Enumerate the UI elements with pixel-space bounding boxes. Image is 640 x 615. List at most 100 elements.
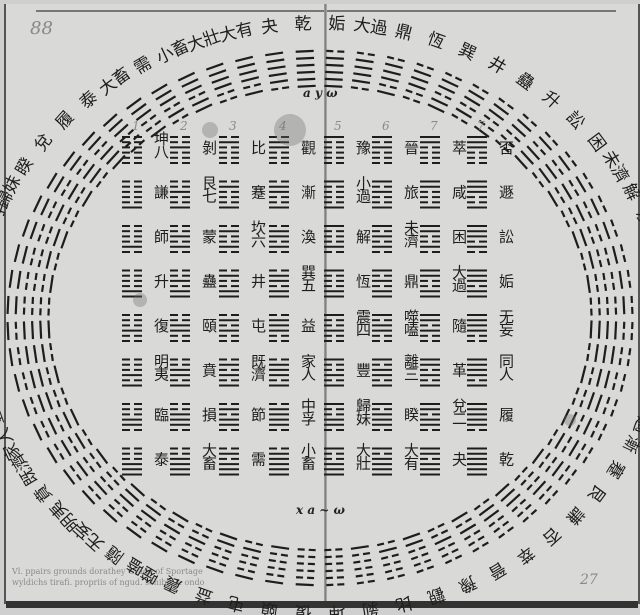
grid-hexagram-label: 豐 — [356, 362, 371, 380]
grid-hexagram-label: 升 — [154, 273, 169, 291]
ring-hexagram: 賁 — [31, 448, 109, 506]
ring-hexagram-label: 漸 — [618, 432, 640, 456]
ring-hexagram: 革 — [8, 342, 54, 367]
grid-hexagram-label: 妄 — [499, 321, 514, 339]
grid-hexagram-label: 大 — [202, 442, 217, 460]
ring-hexagram: 觀 — [402, 532, 447, 607]
grid-hexagram-label: 小 — [356, 175, 371, 193]
grid-hexagram-label: 嗑 — [404, 321, 419, 339]
column-number: 5 — [334, 119, 342, 133]
column-number: 1 — [132, 119, 140, 133]
ring-hexagram: 蒙 — [586, 269, 632, 294]
grid-hexagram-label: 離 — [404, 353, 419, 371]
caption-line: wyldichs tirafi. propriis of ngud. schib… — [12, 578, 205, 587]
grid-hexagram-label: 革 — [452, 362, 467, 380]
grid-hexagram-label: 睽 — [404, 406, 419, 424]
ring-hexagram-label: 泰 — [76, 87, 102, 113]
ink-stain — [564, 414, 576, 426]
ring-hexagram-label: 中孚 — [0, 200, 11, 239]
grid-hexagram-label: 隨 — [452, 317, 467, 335]
ring-hexagram: 艮 — [531, 448, 609, 506]
hexagram-ring: 乾夬大有大壯小畜需大畜泰履兌睽歸妹中孚節損臨同人革離豐家人既濟賁明夷无妄隨噬嗑震… — [0, 14, 640, 615]
ring-hexagram: 剝 — [350, 545, 380, 615]
ring-hexagram: 師 — [589, 295, 634, 316]
grid-hexagram-label: 漸 — [301, 184, 316, 202]
ring-hexagram: 臨 — [6, 295, 51, 316]
ring-hexagram-label: 坤 — [328, 601, 346, 615]
grid-hexagram-label: 濟 — [404, 232, 419, 250]
ring-hexagram: 蹇 — [547, 428, 628, 482]
grid-hexagram-label: 五 — [301, 277, 316, 295]
grid-hexagram-label: 濟 — [251, 366, 266, 384]
grid-hexagram-label: 鼎 — [404, 273, 419, 291]
ring-hexagram-label: 升 — [538, 87, 564, 113]
grid-hexagram-label: 家 — [301, 353, 316, 371]
ring-hexagram: 恆 — [402, 29, 447, 104]
ring-hexagram-label: 益 — [193, 583, 216, 608]
ring-hexagram: 旅 — [580, 365, 627, 392]
ring-hexagram-label: 豐 — [0, 406, 8, 429]
grid-hexagram-label: 屯 — [251, 317, 266, 335]
ring-hexagram: 震 — [161, 522, 213, 596]
ring-hexagram-label: 隨 — [102, 541, 128, 567]
column-number: 2 — [179, 119, 188, 133]
ring-hexagram-label: 渙 — [632, 208, 640, 231]
ring-hexagram: 中孚 — [0, 200, 69, 249]
ring-hexagram-label: 否 — [538, 523, 564, 549]
grid-hexagram-label: 噬 — [404, 308, 419, 326]
grid-hexagram-label: 頤 — [202, 317, 217, 335]
ring-hexagram: 小過 — [571, 387, 640, 437]
ring-hexagram: 困 — [531, 130, 609, 188]
ring-hexagram: 節 — [13, 244, 60, 271]
column-number: 4 — [278, 119, 287, 133]
ring-hexagram-label: 乾 — [294, 14, 312, 35]
ring-hexagram: 漸 — [560, 408, 640, 456]
left-page-number: 88 — [30, 18, 53, 39]
grid-hexagram-label: 小 — [301, 442, 316, 460]
grid-hexagram-label: 節 — [251, 406, 266, 424]
grid-hexagram-label: 二 — [452, 410, 467, 428]
grid-hexagram-label: 師 — [154, 228, 169, 246]
ring-hexagram: 萃 — [473, 498, 538, 567]
ring-hexagram: 咸 — [586, 342, 632, 367]
ring-hexagram: 豫 — [427, 522, 479, 596]
ring-hexagram-label: 小過 — [629, 398, 640, 437]
ring-hexagram-label: 訟 — [562, 108, 588, 134]
column-number: 3 — [229, 119, 237, 133]
grid-hexagram-label: 兌 — [452, 397, 467, 415]
ring-hexagram-label: 豫 — [455, 571, 479, 596]
ring-hexagram: 頤 — [260, 545, 290, 615]
ring-hexagram: 遯 — [589, 320, 634, 341]
ring-hexagram: 鼎 — [376, 21, 414, 97]
grid-hexagram-label: 中 — [301, 397, 316, 415]
grid-hexagram-label: 四 — [356, 321, 371, 339]
ring-hexagram: 大過 — [350, 15, 389, 91]
ring-hexagram-label: 巽 — [455, 40, 479, 65]
grid-hexagram-label: 困 — [452, 228, 467, 246]
ring-hexagram-label: 謙 — [562, 502, 588, 528]
ring-hexagram-label: 需 — [131, 53, 156, 79]
ring-hexagram: 渙 — [571, 208, 640, 249]
grid-hexagram-label: 井 — [251, 273, 266, 291]
ring-hexagram-label: 頤 — [260, 598, 280, 615]
ring-hexagram: 大畜 — [95, 64, 167, 138]
ring-hexagram: 兌 — [31, 130, 109, 188]
ring-hexagram: 姤 — [324, 14, 346, 88]
ring-hexagram: 離 — [13, 365, 60, 392]
grid-hexagram-label: 豫 — [356, 139, 371, 157]
ring-hexagram-label: 萃 — [512, 541, 538, 567]
grid-hexagram-label: 益 — [301, 317, 316, 335]
grid-hexagram-label: 无 — [499, 308, 514, 326]
ring-hexagram-label: 睽 — [12, 154, 38, 179]
grid-hexagram-label: 過 — [452, 277, 467, 295]
grid-hexagram-label: 剝 — [202, 139, 217, 157]
grid-hexagram-label: 三 — [404, 366, 419, 384]
grid-hexagram-label: 晉 — [404, 139, 419, 157]
ring-hexagram: 井 — [451, 53, 509, 125]
ring-hexagram: 比 — [376, 539, 414, 615]
